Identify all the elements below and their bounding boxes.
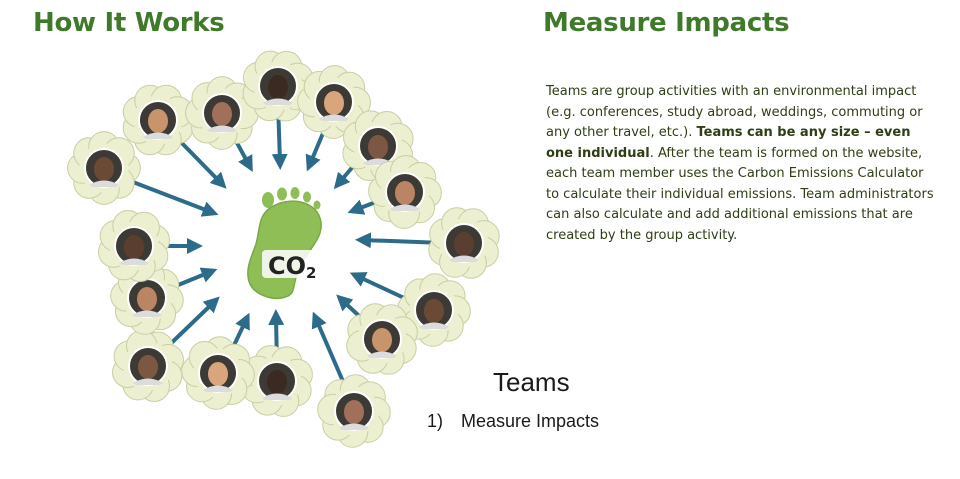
avatar-icon — [114, 226, 154, 266]
how-it-works-heading: How It Works — [33, 8, 225, 38]
avatar-icon — [444, 223, 484, 263]
svg-text:CO2: CO2 — [268, 252, 316, 282]
member-cloud-7 — [368, 155, 442, 229]
co2-subscript: 2 — [306, 264, 316, 282]
teams-description: Teams are group activities with an envir… — [546, 82, 938, 246]
member-clouds-group — [67, 50, 500, 448]
avatar-icon — [414, 290, 454, 330]
description-text-1: Teams are group activities with an envir… — [546, 84, 923, 140]
avatar-icon — [127, 278, 167, 318]
avatar-icon — [385, 172, 425, 212]
list-item-number: 1) — [427, 411, 444, 431]
member-cloud-11 — [317, 374, 391, 448]
description-text-2: . After the team is formed on the websit… — [546, 145, 934, 243]
avatar-icon — [314, 82, 354, 122]
arrow-1 — [124, 177, 219, 217]
avatar-icon — [202, 93, 242, 133]
avatar-icon — [84, 148, 124, 188]
member-cloud-15 — [110, 261, 184, 335]
member-cloud-10 — [346, 303, 418, 375]
member-cloud-14 — [112, 330, 184, 403]
member-cloud-8 — [428, 207, 500, 279]
avatar-icon — [362, 319, 402, 359]
footprint-icon: CO2 — [247, 187, 326, 300]
avatar-icon — [257, 361, 297, 401]
avatar-icon — [358, 126, 398, 166]
avatar-icon — [258, 66, 298, 106]
member-cloud-4 — [242, 50, 314, 122]
co2-label: CO — [268, 252, 306, 280]
avatar-icon — [334, 391, 374, 431]
teams-title: Teams — [493, 367, 570, 397]
teams-list: 1) Measure Impacts — [427, 411, 599, 432]
member-cloud-2 — [122, 84, 194, 156]
member-cloud-1 — [67, 131, 141, 205]
member-cloud-16 — [98, 210, 170, 283]
member-cloud-6 — [342, 110, 414, 182]
avatar-icon — [138, 100, 178, 140]
member-cloud-13 — [181, 336, 255, 410]
member-cloud-12 — [241, 345, 313, 417]
member-cloud-9 — [397, 273, 471, 347]
list-item-label: Measure Impacts — [461, 411, 600, 431]
member-cloud-3 — [185, 76, 259, 150]
avatar-icon — [198, 353, 238, 393]
description-bold: Teams can be any size – even one individ… — [546, 125, 911, 161]
avatar-icon — [128, 346, 168, 386]
measure-impacts-heading: Measure Impacts — [543, 8, 790, 38]
member-cloud-5 — [297, 65, 371, 139]
